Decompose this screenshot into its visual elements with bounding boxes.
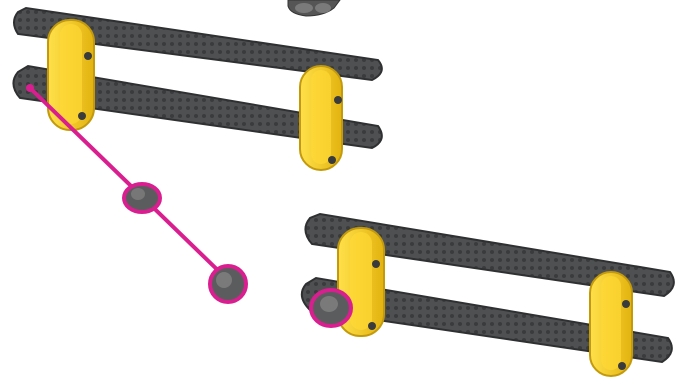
bushing-end — [210, 266, 246, 302]
axle-end — [26, 84, 34, 92]
bushing-installed — [311, 290, 351, 326]
beam-assembly-after — [302, 214, 674, 376]
connector-right — [300, 66, 342, 170]
beam-assembly-before — [13, 8, 381, 170]
bushing-middle — [124, 184, 160, 212]
connector-piece-icon — [288, 0, 340, 16]
connector-right-2 — [590, 272, 632, 376]
